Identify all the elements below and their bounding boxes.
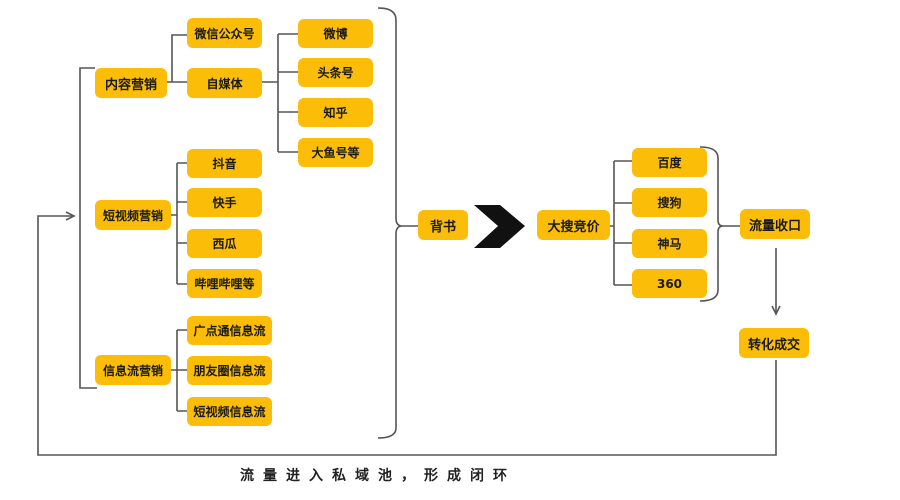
node-toutiao[interactable]: 头条号: [298, 58, 373, 87]
node-traffic-capture[interactable]: 流量收口: [740, 209, 810, 239]
loop-line: [37, 215, 777, 456]
node-conversion[interactable]: 转化成交: [739, 328, 809, 358]
node-short-video-feed[interactable]: 短视频信息流: [187, 397, 272, 426]
loop-arrowhead: [65, 211, 76, 221]
node-feed-marketing[interactable]: 信息流营销: [95, 355, 171, 385]
node-sogou[interactable]: 搜狗: [632, 188, 707, 217]
node-kuaishou[interactable]: 快手: [187, 188, 262, 217]
search-connector: [610, 160, 632, 286]
node-douyin[interactable]: 抖音: [187, 149, 262, 178]
category-bracket: [79, 67, 97, 389]
endorse-bracket: [377, 7, 418, 439]
chevron-right-icon: [474, 205, 525, 248]
node-360[interactable]: 360: [632, 269, 707, 298]
node-gdt-feed[interactable]: 广点通信息流: [187, 316, 272, 345]
node-wechat-official[interactable]: 微信公众号: [187, 18, 262, 48]
node-moments-feed[interactable]: 朋友圈信息流: [187, 356, 272, 385]
node-endorse[interactable]: 背书: [418, 210, 468, 240]
node-zhihu[interactable]: 知乎: [298, 98, 373, 127]
node-shenma[interactable]: 神马: [632, 229, 707, 258]
node-baidu[interactable]: 百度: [632, 148, 707, 177]
node-xigua[interactable]: 西瓜: [187, 229, 262, 258]
content-connector: [167, 34, 187, 83]
node-bilibili[interactable]: 哔哩哔哩等: [187, 269, 262, 298]
media-connector: [262, 33, 298, 153]
node-search-bidding[interactable]: 大搜竞价: [537, 210, 610, 240]
loop-caption: 流量进入私域池，形成闭环: [240, 468, 516, 484]
node-dayu[interactable]: 大鱼号等: [298, 138, 373, 167]
feed-connector: [171, 329, 187, 412]
node-self-media[interactable]: 自媒体: [187, 68, 262, 98]
traffic-arrowhead: [771, 305, 781, 316]
shortvideo-connector: [171, 162, 187, 285]
node-short-video-marketing[interactable]: 短视频营销: [95, 200, 171, 230]
search-bracket: [699, 146, 740, 302]
node-weibo[interactable]: 微博: [298, 19, 373, 48]
node-content-marketing[interactable]: 内容营销: [95, 68, 167, 98]
